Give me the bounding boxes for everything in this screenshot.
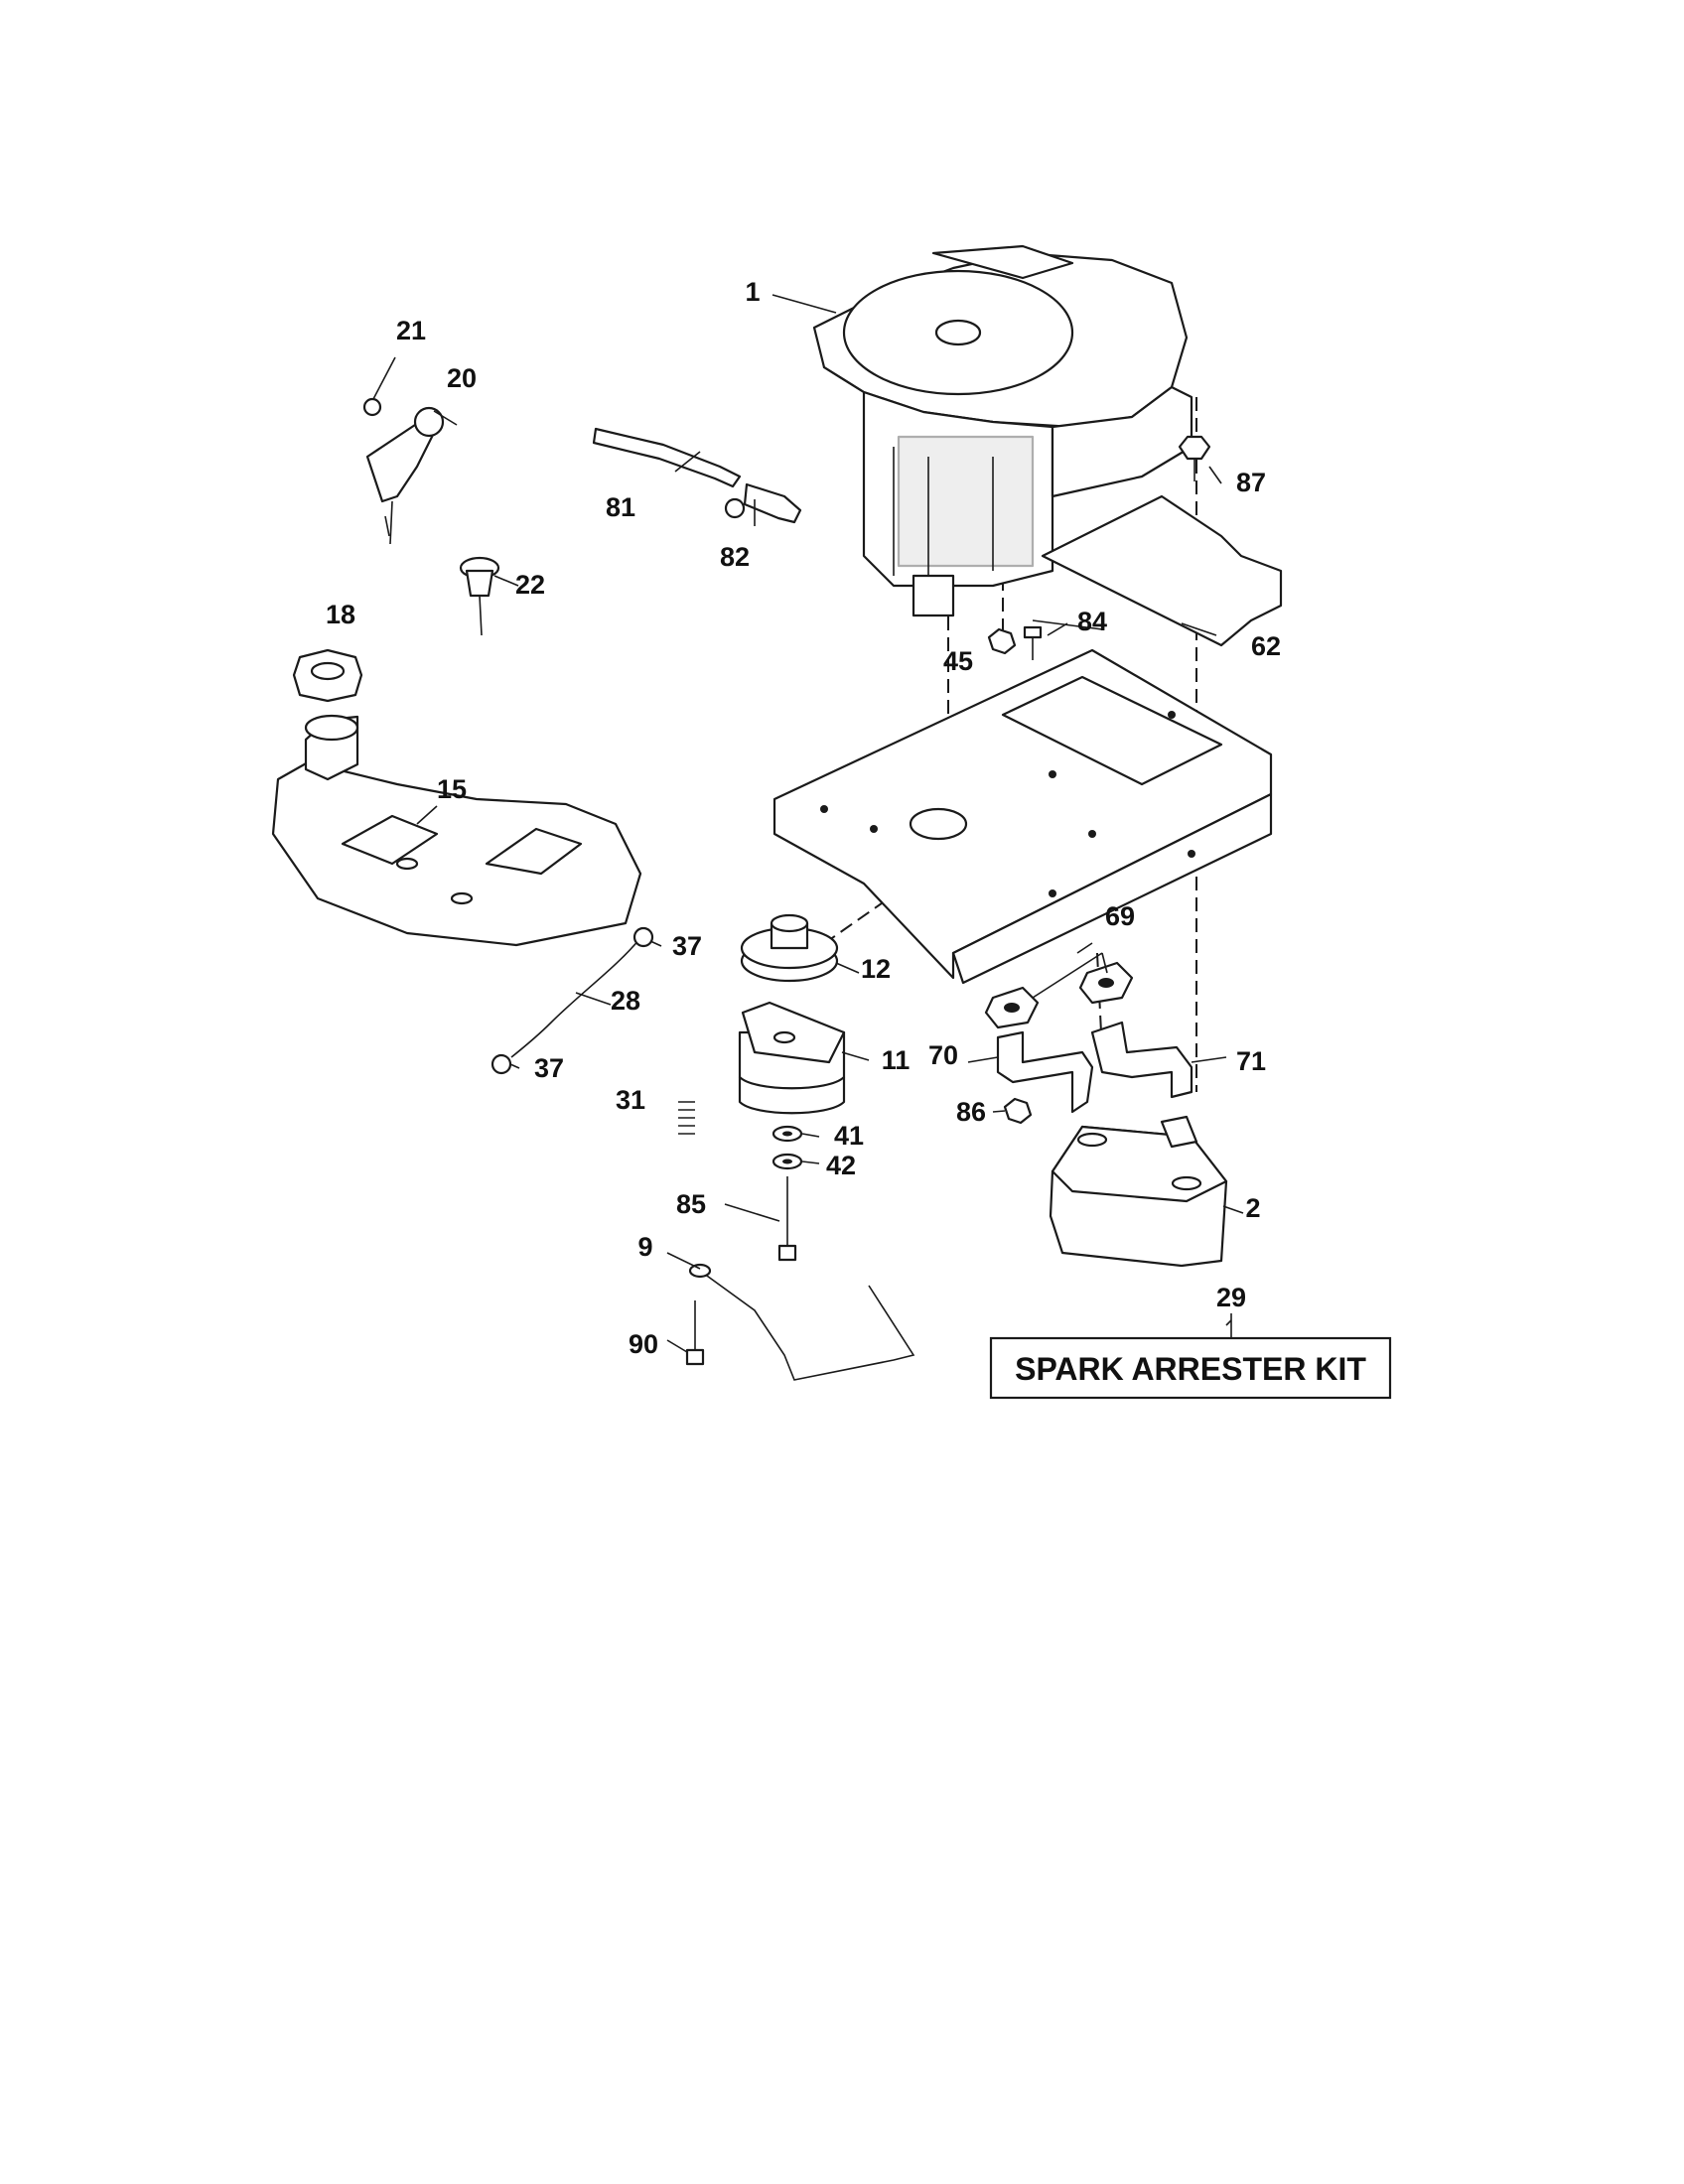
washer-42 — [772, 1153, 803, 1170]
fuel-tank — [271, 714, 642, 947]
callout-leaders — [372, 294, 1244, 1353]
spark-arrester-kit-box: SPARK ARRESTER KIT — [989, 1313, 1392, 1400]
callout-45: 45 — [943, 646, 973, 676]
fuel-line — [592, 427, 742, 488]
pto-clutch — [738, 1001, 846, 1115]
callout-21: 21 — [396, 316, 426, 345]
callout-62: 62 — [1251, 631, 1281, 661]
callout-22: 22 — [515, 570, 545, 600]
clutch-bolt — [777, 1176, 797, 1262]
fuel-filter — [724, 482, 802, 524]
fuel-tank-vent — [459, 556, 500, 636]
callout-labels: 1 2 9 11 12 15 18 20 21 22 28 29 31 37 3… — [326, 277, 1281, 1359]
callout-87: 87 — [1236, 468, 1266, 497]
callout-28: 28 — [611, 986, 640, 1016]
muffler — [1049, 1115, 1228, 1268]
callout-11: 11 — [882, 1045, 911, 1075]
fuel-cap — [292, 648, 363, 703]
callout-37-upper: 37 — [672, 931, 702, 961]
callout-2: 2 — [1245, 1193, 1260, 1223]
engine-bolt — [1023, 625, 1043, 660]
fuel-gauge-assembly — [362, 397, 445, 545]
engine-mount-screw — [1178, 435, 1211, 481]
callout-85: 85 — [676, 1189, 706, 1219]
callout-37-lower: 37 — [534, 1053, 564, 1083]
callout-31: 31 — [616, 1085, 645, 1115]
heat-shield — [1041, 494, 1283, 647]
hose-clamp-upper — [632, 926, 654, 948]
callout-29: 29 — [1216, 1283, 1246, 1312]
callout-20: 20 — [447, 363, 477, 393]
callout-84: 84 — [1077, 607, 1107, 636]
engine-nut — [987, 627, 1017, 655]
pto-pulley — [740, 913, 839, 983]
spring — [678, 1101, 695, 1135]
bracket-bolt — [685, 1300, 705, 1366]
callout-86: 86 — [956, 1097, 986, 1127]
callout-41: 41 — [834, 1121, 864, 1151]
callout-12: 12 — [861, 954, 891, 984]
spark-arrester-kit-label: SPARK ARRESTER KIT — [1015, 1351, 1366, 1387]
washer-41 — [772, 1125, 803, 1143]
exhaust-pipe-left — [996, 1030, 1094, 1114]
callout-42: 42 — [826, 1151, 856, 1180]
bracket-rod — [688, 1263, 915, 1381]
chassis-frame — [772, 648, 1273, 985]
callout-1: 1 — [745, 277, 760, 307]
callout-9: 9 — [637, 1232, 652, 1262]
exhaust-gaskets — [984, 961, 1134, 1029]
callout-82: 82 — [720, 542, 750, 572]
callout-81: 81 — [606, 492, 635, 522]
hose-clamp-lower — [491, 1053, 512, 1075]
callout-90: 90 — [629, 1329, 658, 1359]
callout-18: 18 — [326, 600, 355, 629]
exhaust-nut — [1003, 1097, 1033, 1125]
callout-15: 15 — [437, 774, 467, 804]
fuel-hose — [510, 937, 641, 1058]
callout-71: 71 — [1236, 1046, 1266, 1076]
callout-70: 70 — [928, 1040, 958, 1070]
callout-69: 69 — [1105, 901, 1135, 931]
exhaust-pipe-right — [1090, 1021, 1193, 1099]
engine — [812, 244, 1193, 617]
